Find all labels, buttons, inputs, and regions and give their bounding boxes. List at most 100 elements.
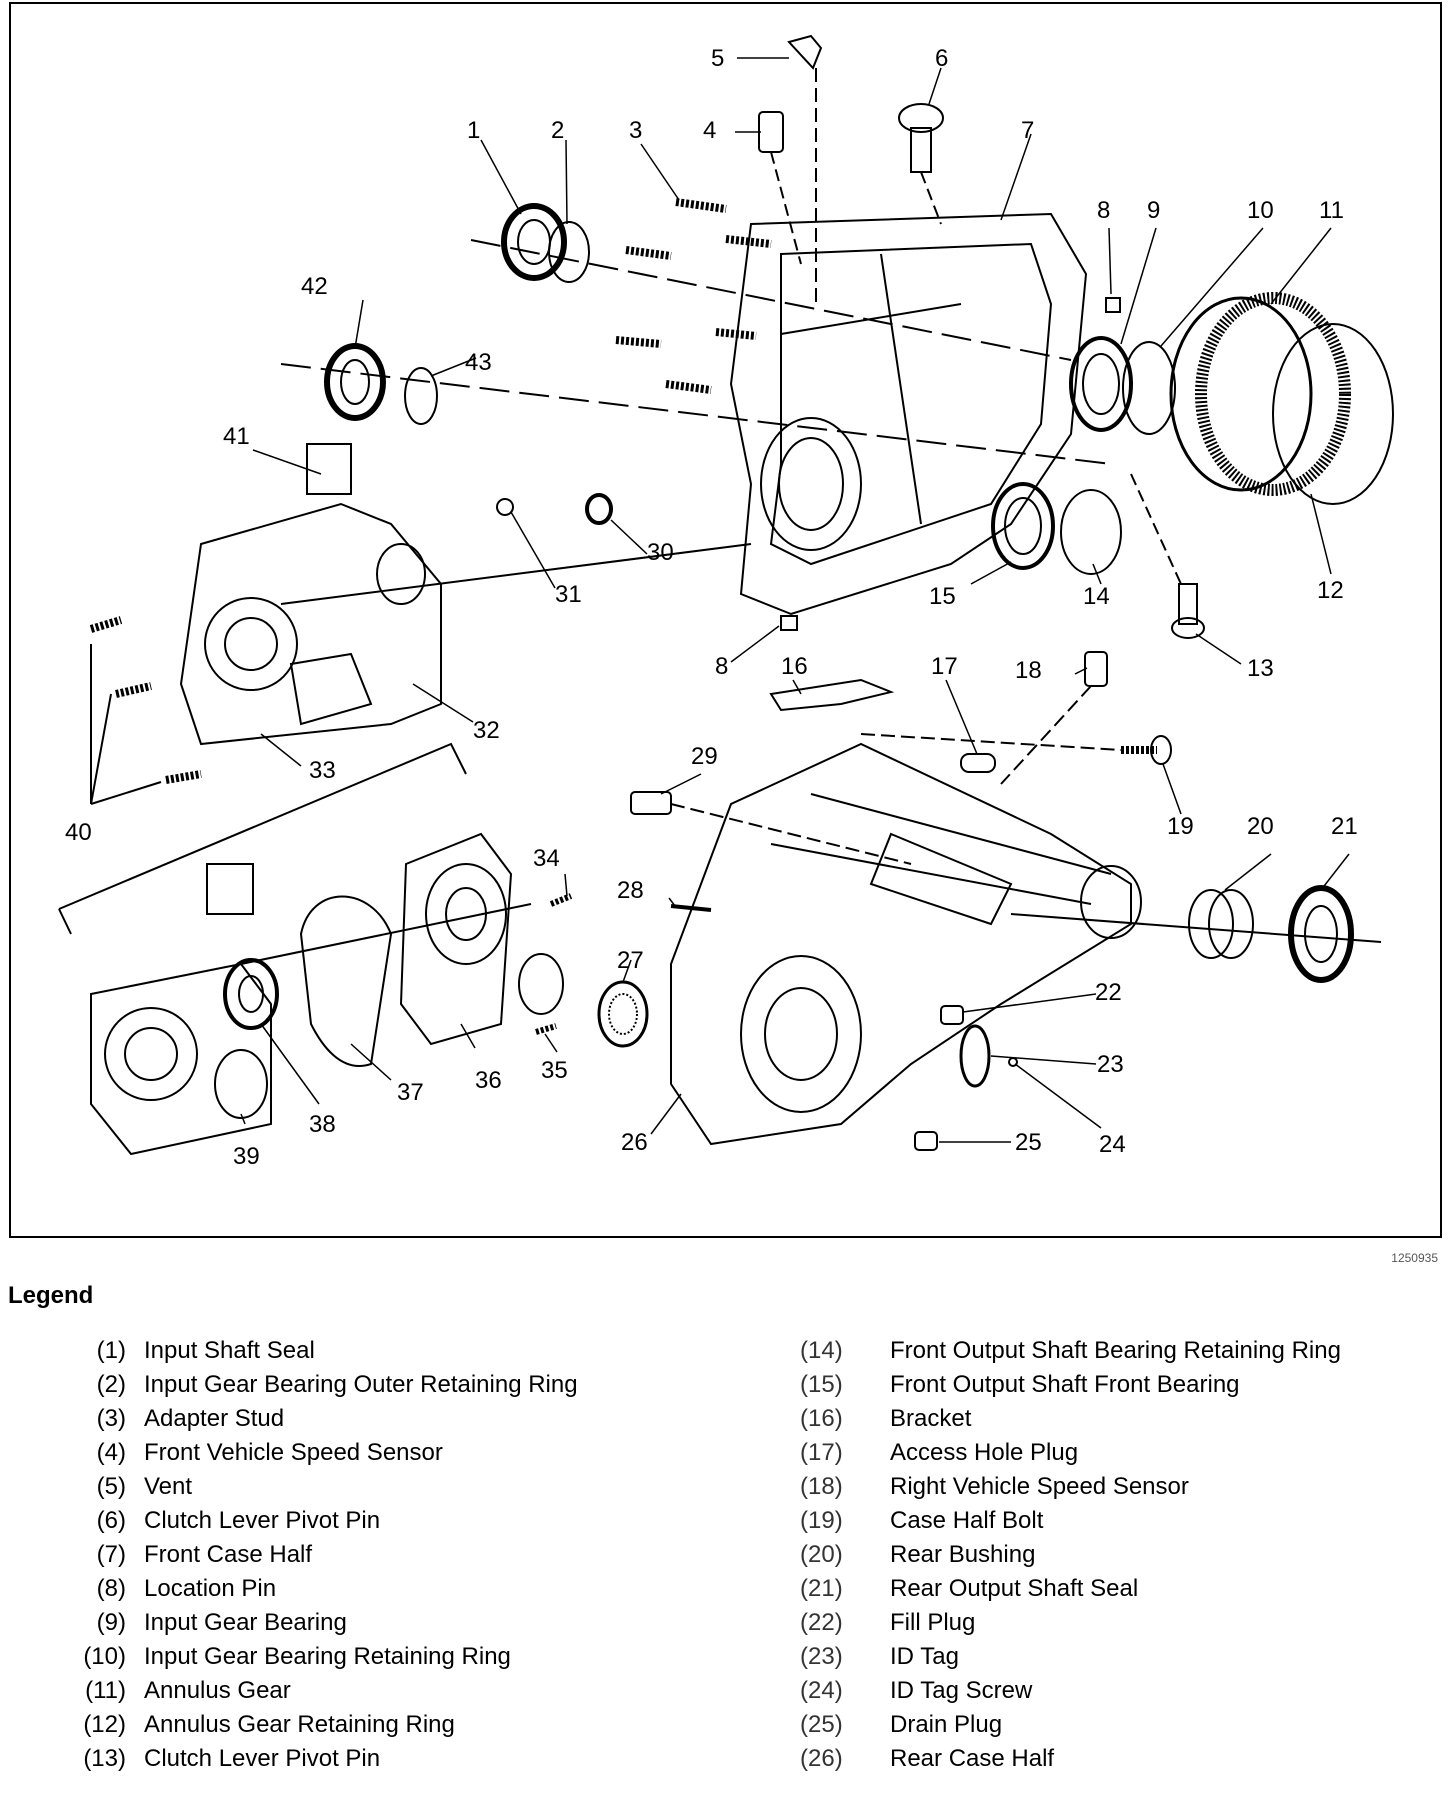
input-gear-bearing-shape <box>1069 336 1133 432</box>
callout-36: 36 <box>475 1067 502 1094</box>
legend-text: Right Vehicle Speed Sensor <box>890 1473 1189 1500</box>
callout-21: 21 <box>1331 813 1358 840</box>
callout-4: 4 <box>703 117 716 144</box>
callout-12: 12 <box>1317 577 1344 604</box>
clutch-pivot-pin-lower-shape <box>1130 473 1205 639</box>
bolts-40-shape <box>89 616 202 805</box>
gasket-37-shape <box>299 895 393 1067</box>
legend-text: Vent <box>144 1473 193 1500</box>
vent-shape <box>787 34 823 304</box>
legend-num: (12) <box>83 1711 126 1738</box>
legend-item: (4)Front Vehicle Speed Sensor <box>52 1436 578 1470</box>
rear-bushing-shape <box>1188 889 1254 959</box>
ring-43-shape <box>404 367 438 425</box>
callout-23: 23 <box>1097 1051 1124 1078</box>
legend-num: (25) <box>800 1711 843 1738</box>
legend-item: (1)Input Shaft Seal <box>52 1334 578 1368</box>
callout-30: 30 <box>647 539 674 566</box>
legend-item: (25) Drain Plug <box>800 1708 1341 1742</box>
legend-item: (15) Front Output Shaft Front Bearing <box>800 1368 1341 1402</box>
callout-38: 38 <box>309 1111 336 1138</box>
legend-text: Bracket <box>890 1405 972 1432</box>
legend-item: (23)ID Tag <box>800 1640 1341 1674</box>
legend-num: (20) <box>800 1541 843 1568</box>
legend-item: (17)Access Hole Plug <box>800 1436 1341 1470</box>
legend-text: Front Output Shaft Front Bearing <box>890 1371 1240 1398</box>
legend-text: Access Hole Plug <box>890 1439 1079 1466</box>
callout-14: 14 <box>1083 583 1110 610</box>
legend-text: Fill Plug <box>890 1609 976 1636</box>
callout-22: 22 <box>1095 979 1122 1006</box>
legend-num: (24) <box>800 1677 843 1704</box>
legend-num: (15) <box>800 1371 843 1398</box>
callout-20: 20 <box>1247 813 1274 840</box>
callout-8-lower: 8 <box>715 653 728 680</box>
callout-19: 19 <box>1167 813 1194 840</box>
legend-text: Rear Output Shaft Seal <box>890 1575 1139 1602</box>
callout-32: 32 <box>473 717 500 744</box>
callout-16: 16 <box>781 653 808 680</box>
legend-num: (9) <box>96 1609 126 1636</box>
drain-plug-shape <box>914 1131 938 1151</box>
legend-num: (19) <box>800 1507 843 1534</box>
legend-num: (3) <box>96 1405 126 1432</box>
input-shaft-seal-shape <box>501 203 567 281</box>
legend-text: Drain Plug <box>890 1711 1003 1738</box>
legend-text: Annulus Gear Retaining Ring <box>144 1711 455 1738</box>
legend-text: Case Half Bolt <box>890 1507 1044 1534</box>
legend-item: (8)Location Pin <box>52 1572 578 1606</box>
legend-num: (16) <box>800 1405 843 1432</box>
output-retaining-ring-shape <box>1060 489 1122 575</box>
axis-line-middle <box>280 363 1112 465</box>
callout-28: 28 <box>617 877 644 904</box>
legend-num: (8) <box>96 1575 126 1602</box>
legend-num: (2) <box>96 1371 126 1398</box>
callout-7: 7 <box>1021 117 1034 144</box>
rear-case-half-shape <box>670 742 1142 1146</box>
callout-9: 9 <box>1147 197 1160 224</box>
axis-line-upper <box>470 239 1072 361</box>
transfer-case-exploded-view: 1 2 3 4 5 6 7 8 9 10 11 12 13 14 15 16 1… <box>58 34 1394 1170</box>
callout-labels: 1 2 3 4 5 6 7 8 9 10 11 12 13 14 15 16 1… <box>65 45 1358 1170</box>
legend-item: (18)Right Vehicle Speed Sensor <box>800 1470 1341 1504</box>
legend-text: Input Gear Bearing Outer Retaining Ring <box>144 1371 578 1398</box>
callout-3: 3 <box>629 117 642 144</box>
screw-35-shape <box>535 1023 557 1035</box>
id-tag-shape <box>959 1024 991 1088</box>
legend-item: (20)Rear Bushing <box>800 1538 1341 1572</box>
legend-text: ID Tag <box>890 1643 959 1670</box>
leader-lines <box>240 57 1350 1143</box>
front-case-half-shape <box>729 212 1088 616</box>
callout-31: 31 <box>555 581 582 608</box>
callout-37: 37 <box>397 1079 424 1106</box>
fill-plug-shape <box>940 1005 964 1025</box>
legend-text: Rear Case Half <box>890 1745 1055 1772</box>
legend-item: (13)Clutch Lever Pivot Pin <box>52 1742 578 1776</box>
legend-num: (26) <box>800 1745 843 1772</box>
axis-line-lower <box>280 543 752 605</box>
callout-35: 35 <box>541 1057 568 1084</box>
front-output-bearing-shape <box>991 482 1055 570</box>
legend-item: (7)Front Case Half <box>52 1538 578 1572</box>
callout-13: 13 <box>1247 655 1274 682</box>
sensor-29-shape <box>630 791 912 865</box>
callout-24: 24 <box>1099 1131 1126 1158</box>
location-pin-shape-lower <box>780 615 798 631</box>
legend-item: (10)Input Gear Bearing Retaining Ring <box>52 1640 578 1674</box>
legend-item: (3)Adapter Stud <box>52 1402 578 1436</box>
legend-item: (14)Front Output Shaft Bearing Retaining… <box>800 1334 1341 1368</box>
retaining-ring-shape <box>548 221 590 283</box>
legend-num: (22) <box>800 1609 843 1636</box>
legend-item: (24)ID Tag Screw <box>800 1674 1341 1708</box>
callout-34: 34 <box>533 845 560 872</box>
legend-num: (7) <box>96 1541 126 1568</box>
callout-6: 6 <box>935 45 948 72</box>
legend-num: (13) <box>83 1745 126 1772</box>
annulus-retaining-ring-shape <box>1272 323 1394 505</box>
annulus-gear-shape <box>1169 292 1351 496</box>
callout-2: 2 <box>551 117 564 144</box>
legend-item: (26) Rear Case Half <box>800 1742 1341 1776</box>
ring-31-shape <box>496 498 514 516</box>
axis-line-bottom <box>240 903 532 965</box>
callout-17: 17 <box>931 653 958 680</box>
